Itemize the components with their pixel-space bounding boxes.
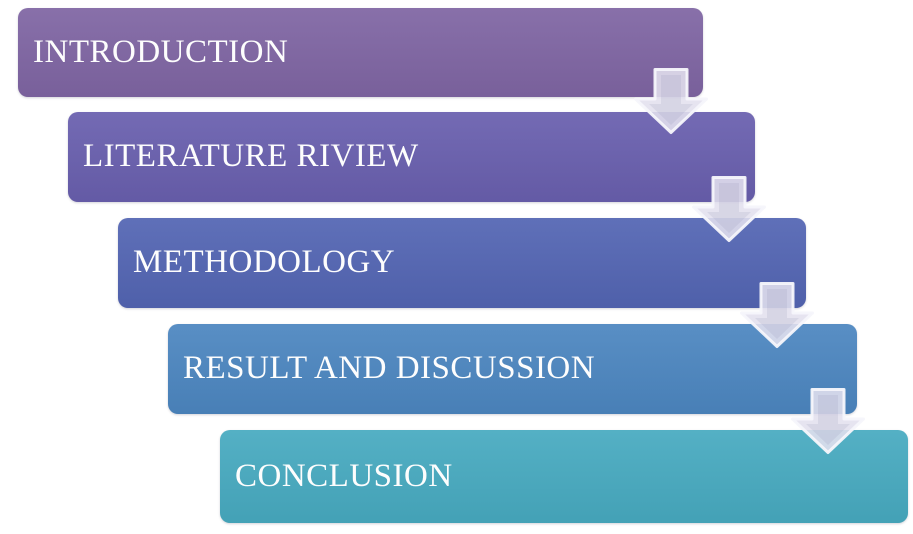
down-arrow-icon bbox=[692, 176, 766, 242]
down-arrow-icon bbox=[791, 388, 865, 454]
step-label-introduction: INTRODUCTION bbox=[33, 33, 289, 70]
step-label-literature-review: LITERATURE RIVIEW bbox=[83, 138, 419, 174]
step-bar-literature-review: LITERATURE RIVIEW bbox=[68, 112, 755, 202]
down-arrow-icon bbox=[634, 68, 708, 134]
step-label-methodology: METHODOLOGY bbox=[133, 244, 396, 280]
step-label-conclusion: CONCLUSION bbox=[235, 457, 453, 494]
step-label-result-discussion: RESULT AND DISCUSSION bbox=[183, 350, 596, 386]
down-arrow-icon bbox=[740, 282, 814, 348]
step-bar-result-discussion: RESULT AND DISCUSSION bbox=[168, 324, 857, 414]
step-bar-conclusion: CONCLUSION bbox=[220, 430, 908, 523]
step-bar-methodology: METHODOLOGY bbox=[118, 218, 806, 308]
step-bar-introduction: INTRODUCTION bbox=[18, 8, 703, 97]
